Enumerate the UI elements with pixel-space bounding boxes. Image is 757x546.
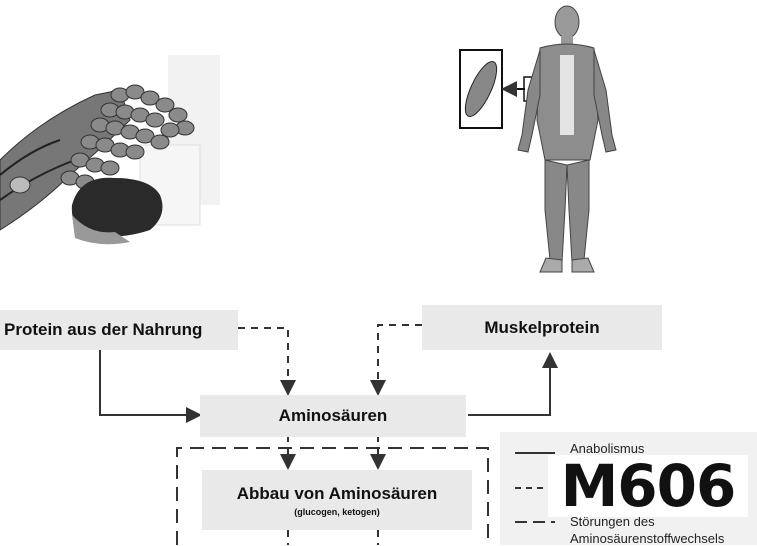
node-protein-food-label: Protein aus der Nahrung <box>4 320 202 340</box>
node-amino-acids: Aminosäuren <box>200 395 466 437</box>
arrow-muscle-to-amino <box>378 325 422 392</box>
node-degradation-label: Abbau von Aminosäuren <box>237 484 438 504</box>
legend-disorders-label-2: Aminosäurenstoffwechsels <box>570 531 724 546</box>
arrow-food-to-amino <box>238 328 288 392</box>
node-amino-acids-label: Aminosäuren <box>279 406 388 426</box>
node-muscle-protein: Muskelprotein <box>422 305 662 350</box>
node-protein-food: Protein aus der Nahrung <box>0 310 238 350</box>
node-degradation-sublabel: (glucogen, ketogen) <box>294 507 380 517</box>
arrow-food-anabolic <box>100 348 198 415</box>
document-code-badge: M606 <box>548 455 748 517</box>
arrow-amino-to-muscle <box>468 356 550 415</box>
node-degradation: Abbau von Aminosäuren (glucogen, ketogen… <box>202 470 472 530</box>
human-body-illustration <box>459 6 616 272</box>
node-muscle-protein-label: Muskelprotein <box>484 318 599 338</box>
food-illustration <box>0 55 220 244</box>
